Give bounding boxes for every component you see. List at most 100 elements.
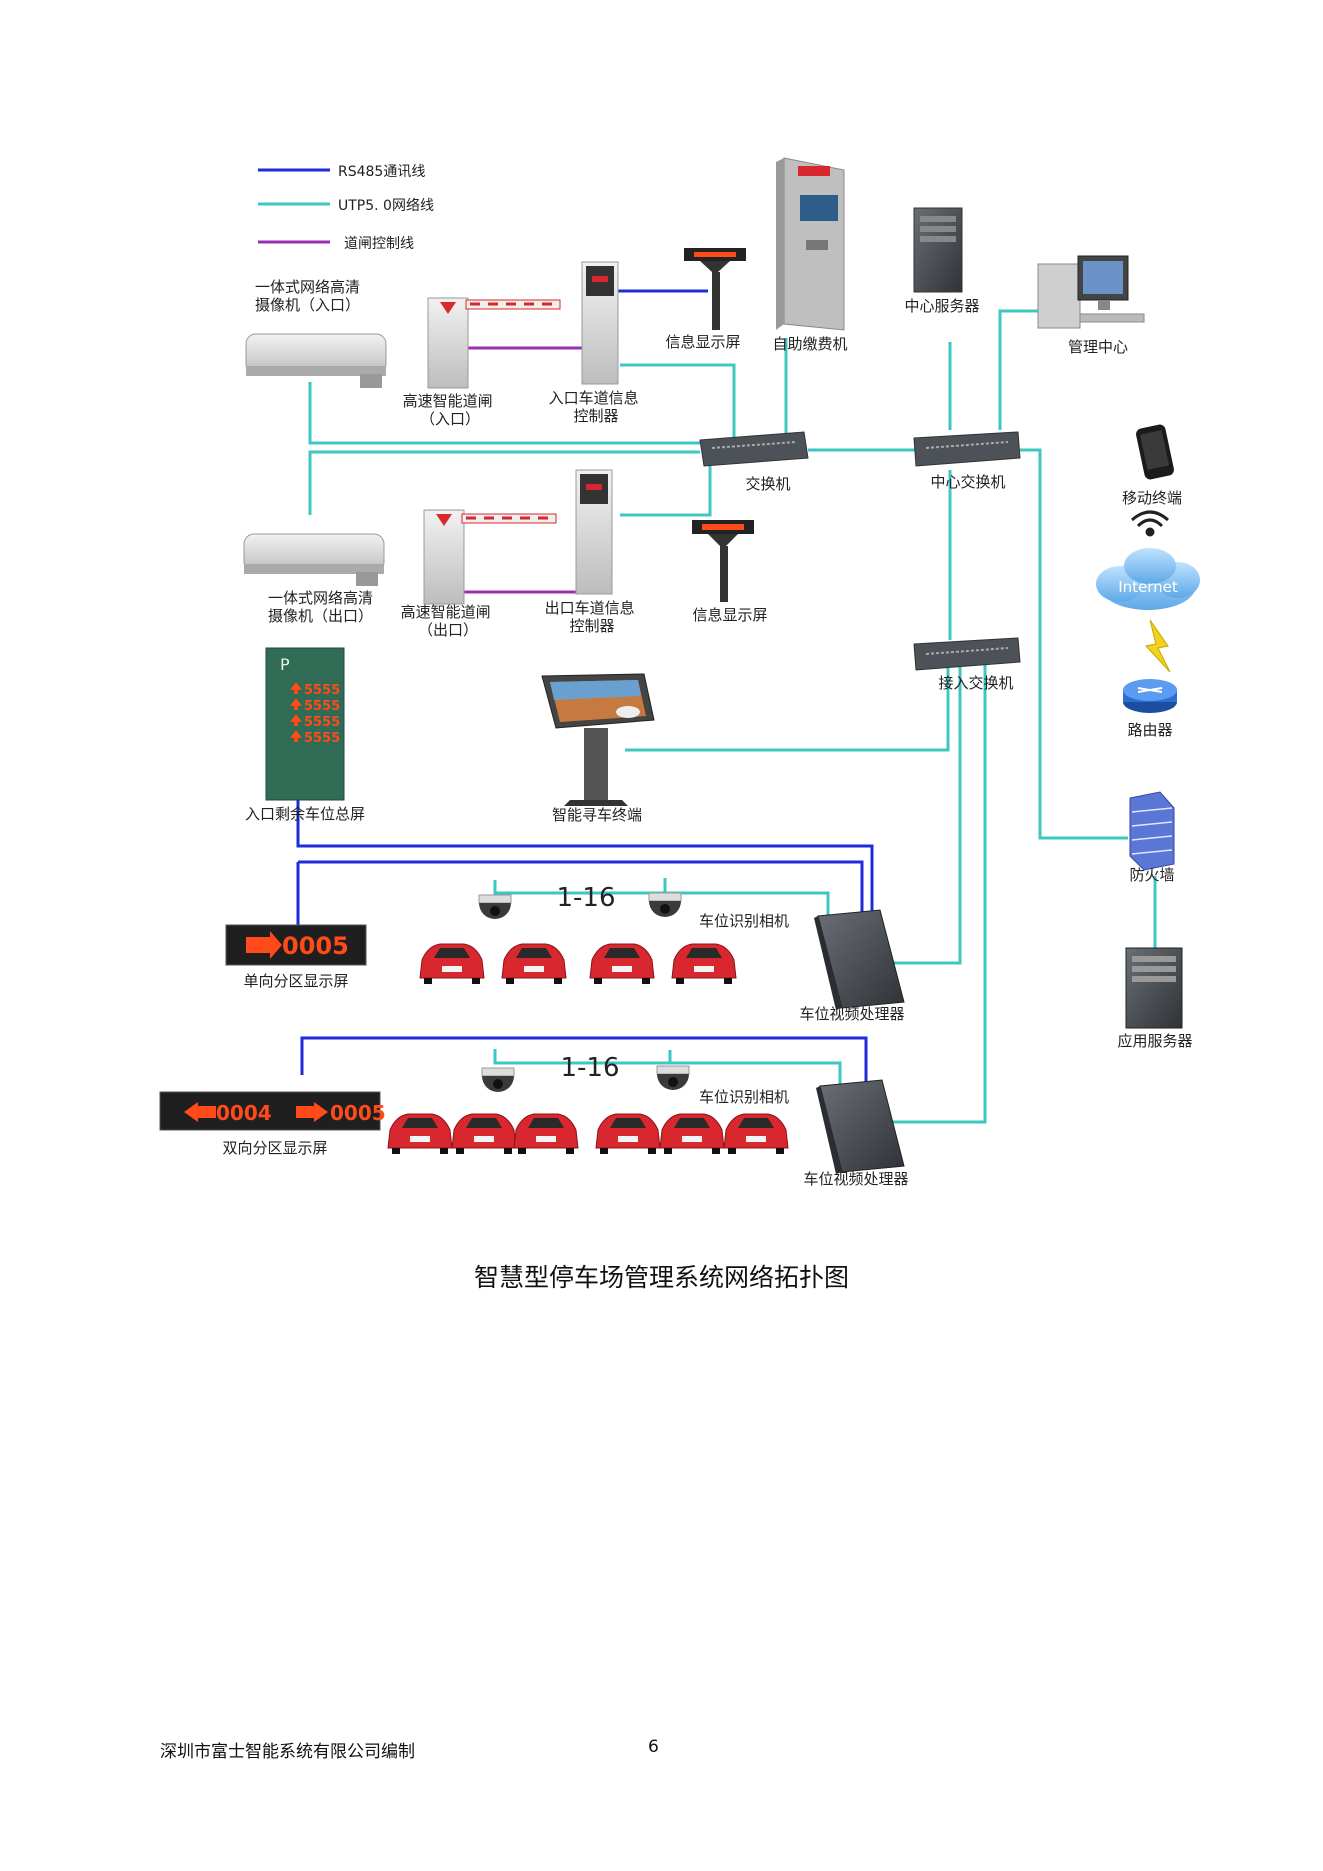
info-display-entrance <box>684 248 746 330</box>
router-icon <box>1123 679 1177 713</box>
mobile-terminal <box>1136 424 1174 480</box>
parking-cameras <box>478 892 690 1092</box>
lane-controller-entrance-label: 入口车道信息 控制器 <box>549 389 644 425</box>
car-icon <box>595 1113 661 1154</box>
zone2-processor-label: 车位视频处理器 <box>803 1170 908 1188</box>
video-processor-1 <box>814 909 905 1010</box>
entrance-row-value: 5555 <box>304 731 340 746</box>
internet-cloud-icon <box>1096 548 1200 610</box>
legend-utp-label: UTP5. 0网络线 <box>338 198 434 214</box>
entrance-screen-p: P <box>280 655 290 674</box>
info-display-exit <box>692 520 754 602</box>
car-icon <box>513 1113 579 1154</box>
double-zone-display <box>159 1091 381 1131</box>
parked-cars <box>387 943 789 1154</box>
firewall-label: 防火墙 <box>1129 866 1174 884</box>
single-zone-display <box>225 924 367 966</box>
lane-controller-entrance-label-line1: 入口车道信息 <box>549 389 639 407</box>
camera-entrance <box>245 333 387 388</box>
payment-kiosk <box>776 157 845 331</box>
barrier-gate-entrance-label: 高速智能道闸 （入口） <box>403 392 498 428</box>
entrance-row-arrow-icon <box>290 682 302 694</box>
core-switch <box>913 431 1021 467</box>
car-icon <box>659 1113 725 1154</box>
zone2-camera-label: 车位识别相机 <box>699 1088 789 1106</box>
entrance-row-value: 5555 <box>304 683 340 698</box>
car-icon <box>451 1113 517 1154</box>
lane-controller-exit-label: 出口车道信息 控制器 <box>545 599 640 635</box>
switch-label: 交换机 <box>745 475 790 493</box>
management-center-label: 管理中心 <box>1068 338 1128 356</box>
double-zone-display-label: 双向分区显示屏 <box>222 1139 327 1157</box>
camera-exit-label: 一体式网络高清 摄像机（出口） <box>268 589 378 625</box>
car-icon <box>387 1113 453 1154</box>
entrance-row-arrow-icon <box>290 698 302 710</box>
camera-entrance-label: 一体式网络高清 摄像机（入口） <box>255 278 365 314</box>
footer-company: 深圳市富士智能系统有限公司编制 <box>160 1742 415 1762</box>
parking-finder-label: 智能寻车终端 <box>552 806 642 824</box>
dome-camera-icon <box>648 892 682 917</box>
zone1-range-label: 1-16 <box>556 883 615 913</box>
payment-kiosk-label: 自助缴费机 <box>772 335 847 353</box>
single-zone-display-label: 单向分区显示屏 <box>243 972 348 990</box>
control-lines <box>460 346 582 594</box>
legend: RS485通讯线 UTP5. 0网络线 道闸控制线 <box>258 164 434 252</box>
double-zone-display-right-value: 0005 <box>330 1101 386 1125</box>
entrance-screen-label-group: 入口剩余车位总屏 <box>245 805 365 823</box>
entrance-remaining-screen: P <box>265 647 345 801</box>
central-server <box>913 207 963 293</box>
parking-finder-terminal <box>541 673 655 806</box>
zone1-camera-label: 车位识别相机 <box>699 912 789 930</box>
car-icon <box>723 1113 789 1154</box>
dome-camera-icon <box>478 894 512 919</box>
legend-control-label: 道闸控制线 <box>344 236 414 252</box>
barrier-gate-entrance-label-line1: 高速智能道闸 <box>403 392 493 410</box>
lane-controller-exit <box>575 469 613 595</box>
dome-camera-icon <box>656 1065 690 1090</box>
camera-exit <box>243 533 385 586</box>
barrier-gate-exit <box>423 509 557 605</box>
double-zone-display-left-value: 0004 <box>216 1101 272 1125</box>
management-center <box>1037 255 1145 329</box>
barrier-gate-exit-label: 高速智能道闸 （出口） <box>401 603 496 639</box>
zone2-range-label: 1-16 <box>560 1053 619 1083</box>
utp-lines <box>308 309 1157 1124</box>
page-number: 6 <box>648 1737 659 1757</box>
entrance-row-arrow-icon <box>290 714 302 726</box>
internet-label: Internet <box>1118 578 1178 596</box>
car-icon <box>589 943 655 984</box>
lane-controller-exit-label-line1: 出口车道信息 <box>545 599 635 617</box>
figure-caption: 智慧型停车场管理系统网络拓扑图 <box>473 1263 849 1292</box>
core-switch-label: 中心交换机 <box>930 473 1005 491</box>
entrance-row-value: 5555 <box>304 715 340 730</box>
firewall-icon <box>1129 791 1175 871</box>
car-icon <box>671 943 737 984</box>
application-server <box>1125 947 1183 1029</box>
single-zone-display-value: 0005 <box>282 932 349 960</box>
camera-exit-label-line2: 摄像机（出口） <box>268 607 373 625</box>
lane-controller-entrance-label-line2: 控制器 <box>573 407 618 425</box>
info-display-entrance-label: 信息显示屏 <box>665 333 740 351</box>
dome-camera-icon <box>481 1067 515 1092</box>
wifi-icon <box>1131 510 1169 537</box>
car-icon <box>501 943 567 984</box>
zone1-processor-label: 车位视频处理器 <box>799 1005 904 1023</box>
legend-rs485-label: RS485通讯线 <box>338 164 425 180</box>
video-processor-2 <box>816 1079 905 1174</box>
central-server-label: 中心服务器 <box>904 297 979 315</box>
barrier-gate-entrance <box>427 297 561 389</box>
entrance-row-value: 5555 <box>304 699 340 714</box>
rs485-lines <box>296 289 874 1090</box>
application-server-label: 应用服务器 <box>1117 1032 1192 1050</box>
entrance-row-arrow-icon <box>290 730 302 742</box>
info-display-exit-label: 信息显示屏 <box>692 606 767 624</box>
access-switch <box>913 637 1021 671</box>
barrier-gate-exit-label-line1: 高速智能道闸 <box>401 603 491 621</box>
switch <box>699 431 809 467</box>
camera-entrance-label-line2: 摄像机（入口） <box>255 296 360 314</box>
lightning-icon <box>1145 619 1171 673</box>
camera-entrance-label-line1: 一体式网络高清 <box>255 278 360 296</box>
barrier-gate-exit-label-line2: （出口） <box>418 621 478 639</box>
